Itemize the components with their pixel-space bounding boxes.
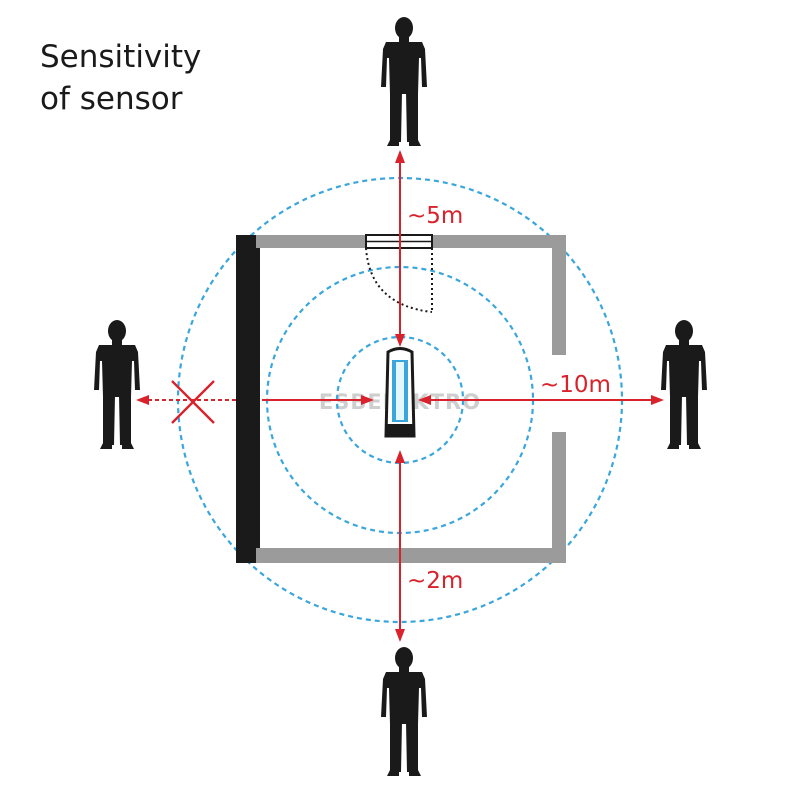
blocked-x-icon <box>171 380 215 424</box>
person-icon-left <box>94 320 140 449</box>
person-icon-bottom <box>381 647 427 776</box>
wall-top-right <box>432 235 566 248</box>
wall-left-black <box>236 235 260 563</box>
diagram-title: Sensitivity of sensor <box>40 36 201 120</box>
person-icon-right <box>661 320 707 449</box>
wall-bottom <box>256 548 566 563</box>
person-icon-top <box>381 17 427 146</box>
label-right-distance: ~10m <box>540 372 611 398</box>
uv-lamp-icon <box>384 347 416 438</box>
wall-top-left <box>256 235 366 248</box>
wall-right-lower <box>552 432 566 563</box>
title-line-1: Sensitivity <box>40 39 202 75</box>
wall-right-upper <box>552 235 566 355</box>
label-top-distance: ~5m <box>407 203 463 229</box>
room-walls <box>236 235 566 563</box>
title-line-2: of sensor <box>40 81 183 117</box>
label-bottom-distance: ~2m <box>407 568 463 594</box>
